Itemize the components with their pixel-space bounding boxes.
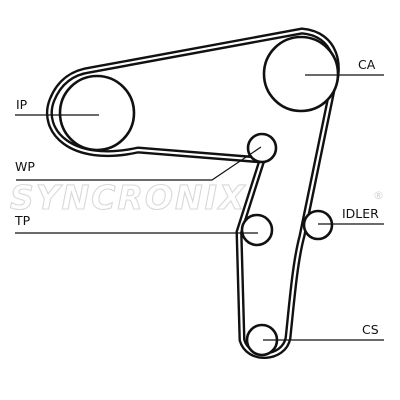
pulley-idler (302, 209, 334, 241)
leader-line-wp (16, 146, 262, 181)
label-idler: IDLER (342, 206, 379, 221)
label-tp: TP (14, 213, 31, 228)
pulley-wp (246, 132, 278, 164)
pulley-ip (58, 74, 136, 152)
watermark-registered-mark: ® (373, 189, 384, 202)
label-wp: WP (15, 159, 35, 174)
label-ip: IP (16, 97, 28, 112)
label-cs: CS (362, 322, 379, 337)
pulley-tp (240, 213, 274, 247)
watermark-text: SYNCRONIX (10, 178, 246, 217)
pulley-ca (262, 35, 340, 113)
label-ca: CA (358, 57, 376, 72)
